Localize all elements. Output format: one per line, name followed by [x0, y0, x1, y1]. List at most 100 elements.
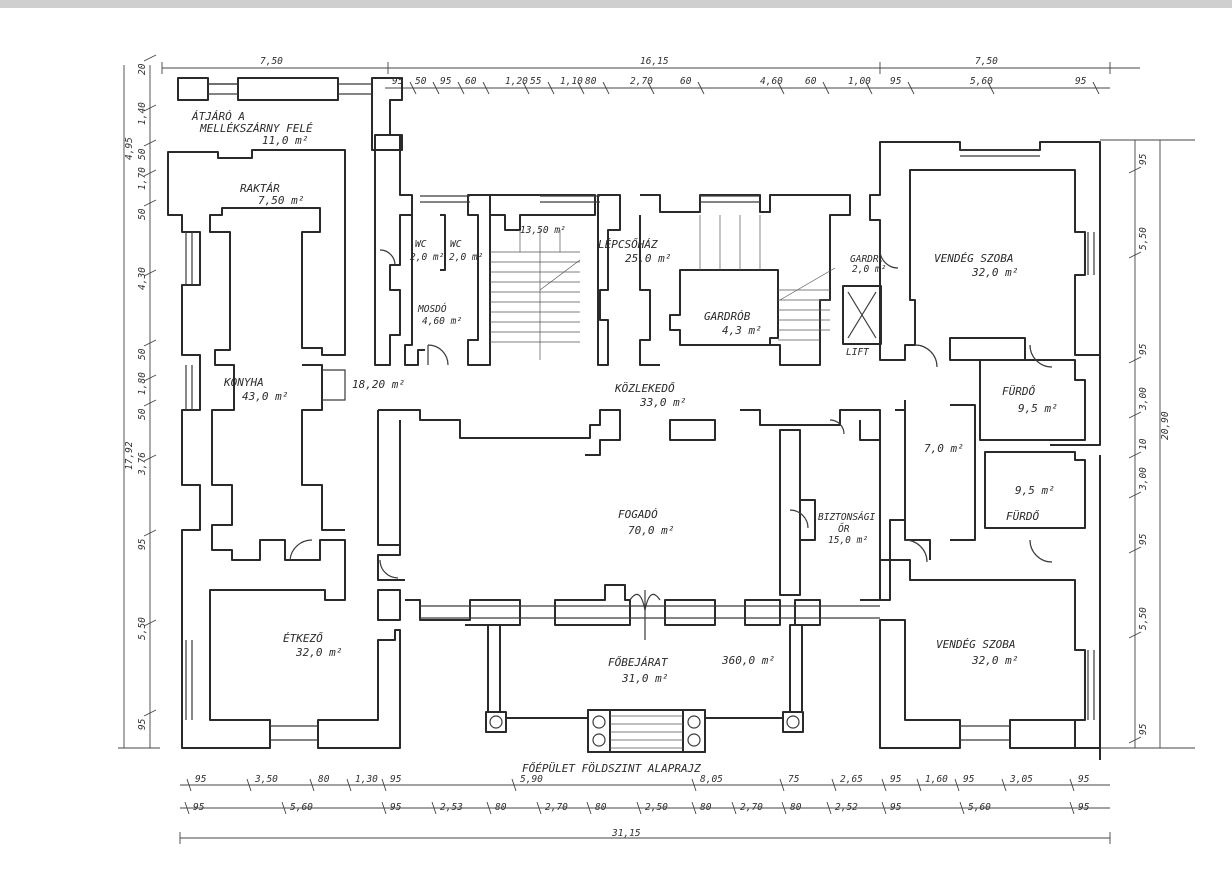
dim-bottom-row1: 3,05 [1009, 774, 1033, 785]
staircase [490, 215, 836, 360]
dim-tick [1069, 801, 1075, 815]
dim-top-detail: 55 [530, 76, 542, 87]
dim-right-detail: 95 [1138, 723, 1149, 735]
vendeg2-label: VENDÉG SZOBA [936, 638, 1015, 651]
gardr-small-label: GARDR. [850, 254, 884, 265]
dim-top-detail: 95 [1075, 76, 1087, 87]
dim-tick [186, 778, 192, 792]
dim-right-detail: 5,50 [1138, 227, 1149, 250]
plan-title: FŐÉPÜLET FÖLDSZINT ALAPRAJZ [522, 761, 701, 775]
dim-tick [865, 81, 873, 95]
furdo2-area: 9,5 m² [1015, 484, 1055, 497]
dim-bottom-row2: 2,50 [645, 802, 668, 813]
lift-label: LIFT [846, 347, 870, 358]
dim-top-overall-3: 7,50 [975, 56, 998, 67]
vendeg1-area: 32,0 m² [971, 266, 1018, 279]
dim-tick [432, 81, 440, 95]
atjaro-label-2: MELLÉKSZÁRNY FELÉ [199, 122, 313, 135]
dim-tick [381, 801, 387, 815]
dim-tick [1092, 81, 1100, 95]
dim-left-detail: 3,76 [137, 452, 148, 476]
dim-top-detail: 50 [415, 76, 427, 87]
dim-tick [1128, 451, 1142, 459]
dim-tick [143, 269, 157, 277]
raktar-area: 7,50 m² [258, 194, 304, 207]
fogado-area: 70,0 m² [628, 524, 674, 537]
gardr-small-area: 2,0 m² [852, 264, 886, 275]
dim-bottom-row1: 1,30 [355, 774, 378, 785]
dim-tick [781, 801, 787, 815]
dim-bottom-row1: 2,65 [840, 774, 863, 785]
dim-top-overall-2: 16,15 [640, 56, 669, 67]
dim-right-overall: 20,90 [1160, 411, 1171, 440]
dim-tick [522, 81, 530, 95]
dim-top-detail: 60 [465, 76, 477, 87]
dim-bottom-row1: 3,50 [254, 774, 278, 785]
dim-top-detail: 4,60 [760, 76, 783, 87]
dim-bottom-row2: 95 [890, 802, 902, 813]
fogado-label: FOGADÓ [618, 508, 658, 521]
dim-top-detail: 1,00 [848, 76, 871, 87]
dim-tick [602, 81, 610, 95]
dim-top-detail: 80 [585, 76, 597, 87]
dim-right-detail: 3,00 [1138, 467, 1149, 491]
dim-left-detail: 1,70 [137, 167, 148, 190]
dim-tick [577, 81, 585, 95]
dim-right-detail: 95 [1138, 343, 1149, 355]
dim-tick [731, 801, 737, 815]
dim-tick [586, 801, 592, 815]
dim-tick [1128, 546, 1142, 554]
dim-bottom-overall: 31,15 [611, 828, 641, 839]
raktar-label: RAKTÁR [240, 182, 280, 195]
mosdo-label: MOSDÓ [417, 303, 447, 315]
dim-tick [309, 778, 315, 792]
lepcsohaz-area: 25,0 m² [625, 252, 671, 265]
dim-tick [143, 169, 157, 177]
dim-tick [636, 801, 642, 815]
dim-tick [777, 81, 785, 95]
dim-bottom-row2: 80 [790, 802, 802, 813]
dim-tick [647, 81, 655, 95]
dim-right-detail: 10 [1138, 438, 1149, 450]
dim-top-detail: 60 [805, 76, 817, 87]
dim-bottom-row1: 95 [1078, 774, 1090, 785]
gardrob-area: 4,3 m² [722, 324, 762, 337]
dim-tick [143, 529, 157, 537]
dim-left-detail: 50 [137, 208, 148, 220]
dim-tick [246, 778, 252, 792]
stair-area: 13,50 m² [520, 225, 566, 236]
dim-left-detail: 20 [137, 63, 148, 75]
dim-tick [959, 801, 965, 815]
dim-bottom-row2: 80 [495, 802, 507, 813]
dim-tick [143, 54, 157, 62]
dim-top-overall-1: 7,50 [260, 56, 283, 67]
dim-left-detail: 95 [137, 538, 148, 550]
dim-bottom-row2: 5,60 [290, 802, 313, 813]
dim-tick [1128, 411, 1142, 419]
dim-tick [536, 801, 542, 815]
dim-bottom-row1: 80 [318, 774, 330, 785]
room-labels: ÁTJÁRÓ A MELLÉKSZÁRNY FELÉ 11,0 m² RAKTÁ… [191, 110, 1058, 775]
dim-bottom-row2: 5,60 [968, 802, 991, 813]
vendeg1-label: VENDÉG SZOBA [934, 252, 1013, 265]
dim-tick [1128, 356, 1142, 364]
dim-bottom-row1: 5,90 [520, 774, 543, 785]
dim-tick [346, 778, 352, 792]
dim-tick [779, 778, 785, 792]
vendeg2-area: 32,0 m² [971, 654, 1018, 667]
dim-tick [143, 374, 157, 382]
furdo1-label: FÜRDŐ [1002, 384, 1035, 398]
wc1-area: 2,0 m² [410, 252, 444, 263]
dim-tick [511, 778, 517, 792]
walls [167, 77, 1101, 760]
dim-tick [431, 801, 437, 815]
etkezo-area: 32,0 m² [295, 646, 342, 659]
dim-left-detail: 1,80 [137, 372, 148, 395]
dim-top-detail: 60 [680, 76, 692, 87]
dim-tick [409, 81, 417, 95]
biztonsagi-label-1: BIZTONSÁGI [818, 511, 875, 523]
dim-tick [1128, 736, 1142, 744]
dim-tick [916, 778, 922, 792]
gardrob-label: GARDRÓB [704, 310, 751, 323]
